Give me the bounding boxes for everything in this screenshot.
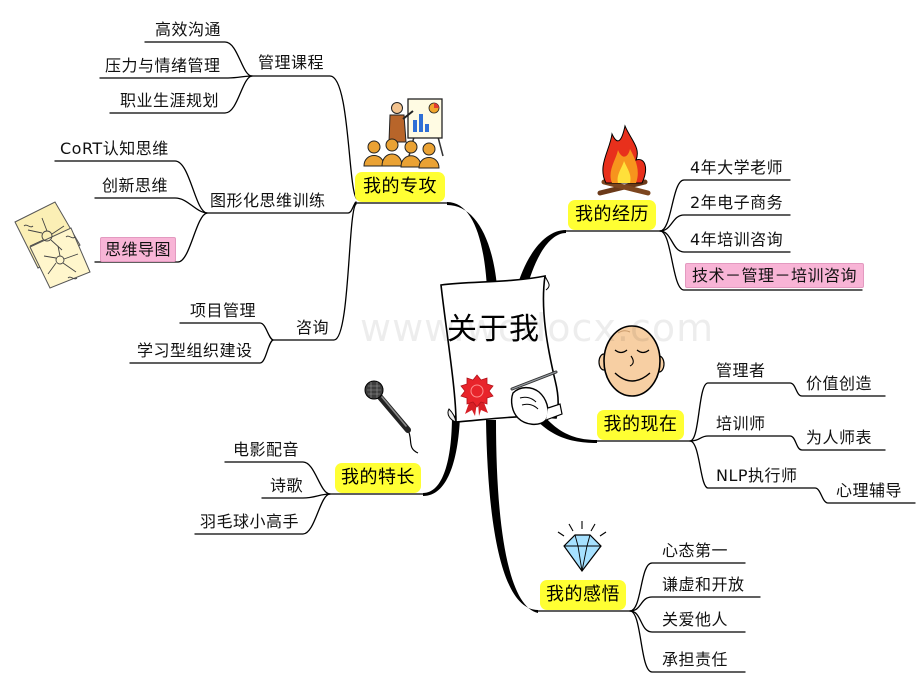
connector-cort-thinking xyxy=(54,160,208,214)
connector-experience-2 xyxy=(659,214,791,232)
leaf-take-responsibility: 承担责任 xyxy=(662,650,729,669)
leaf-career-path: 技术－管理－培训咨询 xyxy=(685,263,864,288)
campfire-icon xyxy=(597,124,651,196)
leaf-learning-organization: 学习型组织建设 xyxy=(137,341,253,360)
topic-my-insights: 我的感悟 xyxy=(540,580,626,610)
leaf-film-dubbing: 电影配音 xyxy=(233,440,300,459)
connector-role-nlp xyxy=(689,440,916,504)
leaf-stress-emotion-management: 压力与情绪管理 xyxy=(105,56,221,75)
leaf-mind-mapping: 思维导图 xyxy=(100,237,176,262)
connector-experience-3 xyxy=(659,230,791,253)
seal-icon xyxy=(460,374,494,416)
subtopic-management-course: 管理课程 xyxy=(258,53,325,72)
connector-poetry xyxy=(261,493,331,499)
topic-my-specialty: 我的专攻 xyxy=(355,172,445,202)
connector-project-management xyxy=(179,322,274,341)
connector-insight-1 xyxy=(629,562,746,612)
role-nlp-practitioner: NLP执行师 xyxy=(716,466,798,485)
leaf-care-for-others: 关爱他人 xyxy=(662,610,729,629)
connector-consulting xyxy=(272,203,357,341)
central-title: 关于我 xyxy=(447,312,540,347)
connector-learning-organization xyxy=(129,339,274,364)
leaf-project-management: 项目管理 xyxy=(190,301,257,320)
connector-insight-4 xyxy=(629,610,746,673)
branch-my-talents xyxy=(423,415,460,496)
role-manager: 管理者 xyxy=(716,361,766,380)
topic-my-present: 我的现在 xyxy=(597,410,684,440)
connector-management-course xyxy=(251,75,358,200)
connector-insight-3 xyxy=(629,610,746,633)
branch-my-insights xyxy=(486,420,538,613)
connector-efficient-communication xyxy=(144,41,253,77)
leaf-badminton: 羽毛球小高手 xyxy=(200,512,300,531)
mind-map-papers-icon xyxy=(14,201,91,289)
leaf-cort-thinking: CoRT认知思维 xyxy=(60,139,169,158)
branch-my-specialty xyxy=(447,202,497,288)
leaf-poetry: 诗歌 xyxy=(270,476,304,495)
hand-writing-icon xyxy=(510,370,563,425)
connector-mind-mapping xyxy=(94,212,208,263)
connector-role-manager xyxy=(689,382,886,442)
leaf-mindset-first: 心态第一 xyxy=(662,541,729,560)
connector-insight-2 xyxy=(629,596,761,612)
microphone-icon xyxy=(364,380,419,454)
topic-my-talents: 我的特长 xyxy=(335,463,421,493)
connector-dubbing xyxy=(224,461,331,495)
connector-innovative-thinking xyxy=(94,197,208,214)
topic-my-experience: 我的经历 xyxy=(568,200,656,230)
connector-lines xyxy=(54,41,916,673)
diamond-icon xyxy=(557,521,607,573)
branch-my-experience xyxy=(516,230,566,292)
connector-experience-4 xyxy=(659,230,863,291)
leaf-humble-open: 谦虚和开放 xyxy=(662,575,745,594)
role-manager-detail: 价值创造 xyxy=(806,374,873,393)
leaf-efficient-communication: 高效沟通 xyxy=(155,20,222,39)
subtopic-visual-thinking: 图形化思维训练 xyxy=(210,191,326,210)
presenter-icon xyxy=(363,98,444,169)
role-trainer-detail: 为人师表 xyxy=(806,428,873,447)
smiling-face-icon xyxy=(598,325,665,397)
role-trainer: 培训师 xyxy=(716,414,766,433)
leaf-university-teacher: 4年大学老师 xyxy=(690,158,784,177)
leaf-training-consulting: 4年培训咨询 xyxy=(690,230,784,249)
connector-career-planning xyxy=(109,75,253,114)
leaf-e-commerce: 2年电子商务 xyxy=(690,193,784,212)
leaf-career-planning: 职业生涯规划 xyxy=(120,91,220,110)
connector-badminton xyxy=(194,493,331,535)
leaf-innovative-thinking: 创新思维 xyxy=(102,176,169,195)
role-nlp-practitioner-detail: 心理辅导 xyxy=(836,481,903,500)
connector-stress-management xyxy=(99,75,253,79)
connector-experience-1 xyxy=(659,179,791,232)
subtopic-consulting: 咨询 xyxy=(296,318,330,337)
connector-role-trainer xyxy=(689,435,886,451)
